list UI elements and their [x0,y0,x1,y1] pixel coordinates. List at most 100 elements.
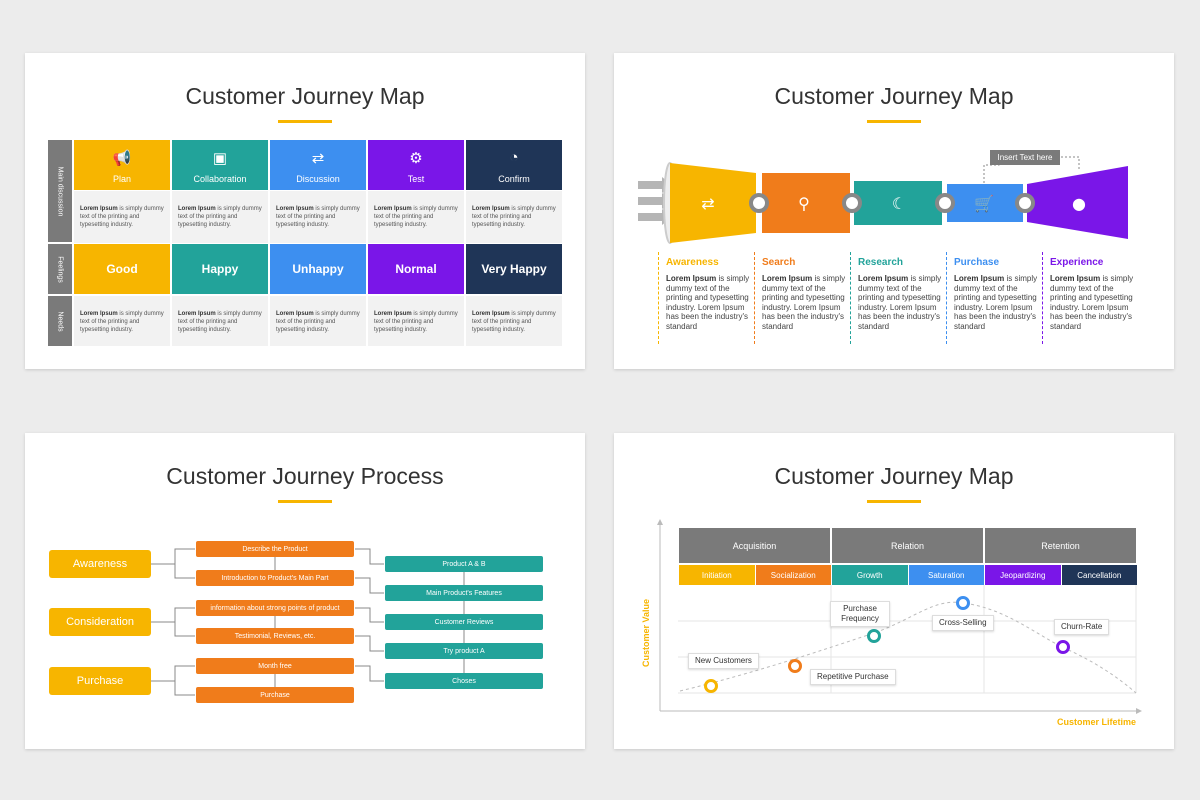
slide-title: Customer Journey Map [774,463,1014,489]
stage-text: Lorem Ipsum is simply dummy text of the … [666,274,750,331]
stage-column-awareness: Awareness Lorem Ipsum is simply dummy te… [658,252,750,344]
column-label: Plan [112,174,131,184]
column-header-collaboration[interactable]: ▣ Collaboration [172,140,268,190]
stage-cancellation: Cancellation [1061,565,1137,585]
funnel-segment-awareness [670,163,756,243]
phase-acquisition: Acquisition [679,528,830,563]
funnel-segment-purchase [947,184,1023,222]
process-outcome[interactable]: Product A & B [385,556,543,572]
process-outcome[interactable]: Main Product's Features [385,585,543,601]
touchpoint-marker[interactable] [704,679,718,693]
discussion-text: Lorem Ipsum is simply dummy text of the … [466,191,562,243]
stage-socialization: Socialization [755,565,831,585]
callout-connector [1057,156,1080,171]
column-header-test[interactable]: ⚙ Test [368,140,464,190]
process-step[interactable]: Testimonial, Reviews, etc. [196,628,354,644]
dashed-line [850,252,851,344]
stage-saturation: Saturation [908,565,984,585]
connector-ring [842,193,862,213]
discussion-text: Lorem Ipsum is simply dummy text of the … [74,191,170,243]
apple-icon: ● [1072,194,1086,213]
stage-heading: Purchase [954,257,1000,268]
touchpoint-marker[interactable] [956,596,970,610]
stage-column-purchase: Purchase Lorem Ipsum is simply dummy tex… [946,252,1038,344]
side-label-needs: Needs [48,296,72,346]
connector-ring [935,193,955,213]
process-step[interactable]: Purchase [196,687,354,703]
touchpoint-label: New Customers [688,653,759,669]
needs-text: Lorem Ipsum is simply dummy text of the … [172,296,268,346]
touchpoint-label: Churn-Rate [1054,619,1110,635]
slide-journey-map-table[interactable]: Customer Journey Map Main discussion Fee… [25,53,585,369]
stage-column-experience: Experience Lorem Ipsum is simply dummy t… [1042,252,1134,344]
discussion-text: Lorem Ipsum is simply dummy text of the … [368,191,464,243]
connector-ring [1015,193,1035,213]
title-underline [867,500,921,503]
lifetime-chart [657,519,1142,714]
needs-text: Lorem Ipsum is simply dummy text of the … [368,296,464,346]
funnel-graphic: ⇄ ⚲ ☾ 🛒 ● [638,156,1128,244]
search-icon: ⚲ [798,194,810,213]
process-stage-consideration[interactable]: Consideration [49,608,151,636]
process-step[interactable]: Month free [196,658,354,674]
presentation-icon: ▣ [212,150,228,167]
process-step[interactable]: Introduction to Product's Main Part [196,570,354,586]
slide-journey-process[interactable]: Customer Journey Process [25,433,585,749]
title-underline [867,120,921,123]
column-header-plan[interactable]: 📢 Plan [74,140,170,190]
x-axis-arrow [1136,708,1142,714]
dashed-line [1042,252,1043,344]
touchpoint-marker[interactable] [1056,640,1070,654]
phase-relation: Relation [832,528,983,563]
process-step[interactable]: Describe the Product [196,541,354,557]
process-outcome[interactable]: Choses [385,673,543,689]
stage-column-search: Search Lorem Ipsum is simply dummy text … [754,252,846,344]
discussion-text: Lorem Ipsum is simply dummy text of the … [270,191,366,243]
stage-initiation: Initiation [679,565,755,585]
dashed-line [658,252,659,344]
feeling-cell: Good [74,244,170,294]
feeling-cell: Normal [368,244,464,294]
process-step[interactable]: information about strong points of produ… [196,600,354,616]
stage-heading: Research [858,257,904,268]
slide-title: Customer Journey Map [774,83,1014,109]
stage-text: Lorem Ipsum is simply dummy text of the … [858,274,942,331]
process-stage-awareness[interactable]: Awareness [49,550,151,578]
process-connectors [151,548,465,696]
stage-text: Lorem Ipsum is simply dummy text of the … [954,274,1038,331]
shuffle-icon: ⇄ [311,150,325,167]
x-axis-label: Customer Lifetime [1056,717,1136,727]
process-outcome[interactable]: Try product A [385,643,543,659]
feeling-cell: Very Happy [466,244,562,294]
needs-text: Lorem Ipsum is simply dummy text of the … [270,296,366,346]
slide-journey-map-funnel[interactable]: Customer Journey Map ⇄ ⚲ ☾ 🛒 ● [614,53,1174,369]
stage-column-research: Research Lorem Ipsum is simply dummy tex… [850,252,942,344]
stage-heading: Awareness [666,257,719,268]
needs-text: Lorem Ipsum is simply dummy text of the … [74,296,170,346]
column-header-discussion[interactable]: ⇄ Discussion [270,140,366,190]
discussion-text: Lorem Ipsum is simply dummy text of the … [172,191,268,243]
feeling-cell: Happy [172,244,268,294]
needs-text: Lorem Ipsum is simply dummy text of the … [466,296,562,346]
stage-text: Lorem Ipsum is simply dummy text of the … [1050,274,1134,331]
funnel-segment-experience [1027,166,1128,239]
column-label: Collaboration [193,174,247,184]
callout-box: Insert Text here [990,150,1060,165]
y-axis-label: Customer Value [641,598,651,668]
gear-icon: ⚙ [409,150,423,167]
title-underline [278,120,332,123]
side-label-main: Main discussion [48,140,72,242]
stage-growth: Growth [832,565,908,585]
column-header-confirm[interactable]: ◔ Confirm [466,140,562,190]
touchpoint-marker[interactable] [867,629,881,643]
column-label: Discussion [296,174,340,184]
process-outcome[interactable]: Customer Reviews [385,614,543,630]
dashed-line [946,252,947,344]
touchpoint-marker[interactable] [788,659,802,673]
dashed-line [754,252,755,344]
process-stage-purchase[interactable]: Purchase [49,667,151,695]
phase-retention: Retention [985,528,1136,563]
pie-chart-icon: ◔ [509,149,519,166]
cart-icon: 🛒 [974,194,994,213]
